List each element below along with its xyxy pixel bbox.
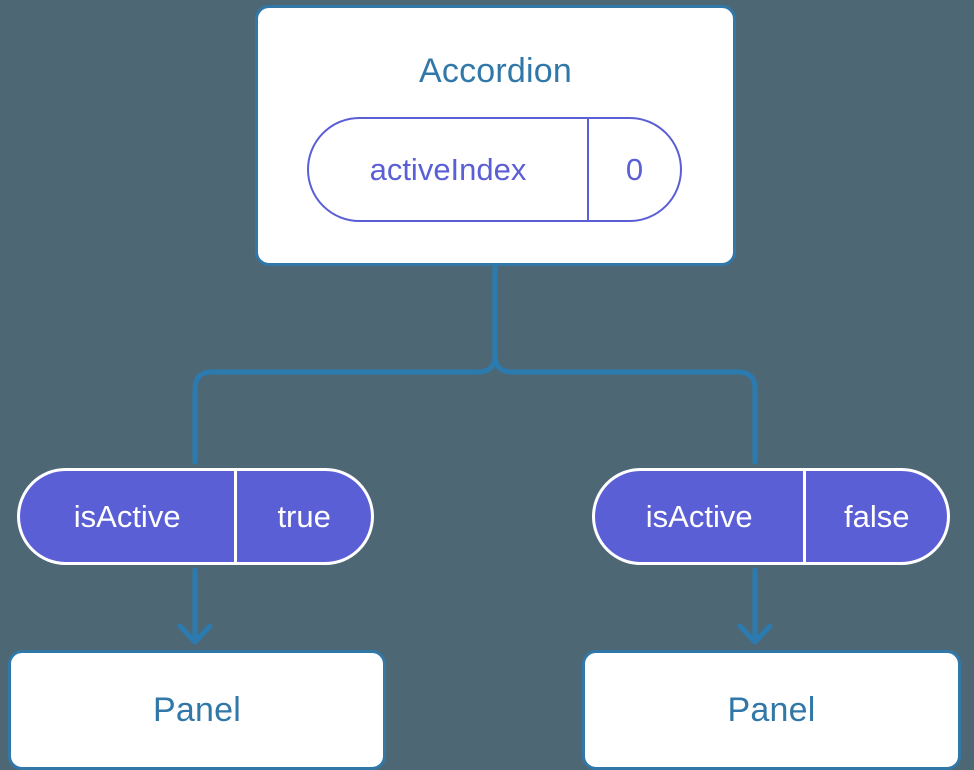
panel-component-card-right[interactable]: Panel [582,650,961,770]
state-pill-key: activeIndex [369,152,527,187]
panel-component-card-left[interactable]: Panel [8,650,386,770]
tree-branch-connector [192,263,498,465]
props-pill-key-left: isActive [73,499,181,534]
props-pill-is-active-right[interactable]: isActive false [592,468,950,565]
panel-title-left: Panel [153,691,241,729]
state-pill-value: 0 [586,119,680,220]
props-pill-key-right: isActive [645,499,753,534]
props-pill-is-active-left[interactable]: isActive true [17,468,374,565]
accordion-title: Accordion [419,52,572,90]
panel-title-right: Panel [727,691,816,729]
arrow-down-right [737,567,773,645]
state-pill-active-index[interactable]: activeIndex 0 [307,117,682,222]
props-pill-value-left: true [234,471,371,562]
props-pill-value-right: false [803,471,947,562]
arrow-down-left [177,567,213,645]
tree-branch-connector-right [492,263,758,465]
